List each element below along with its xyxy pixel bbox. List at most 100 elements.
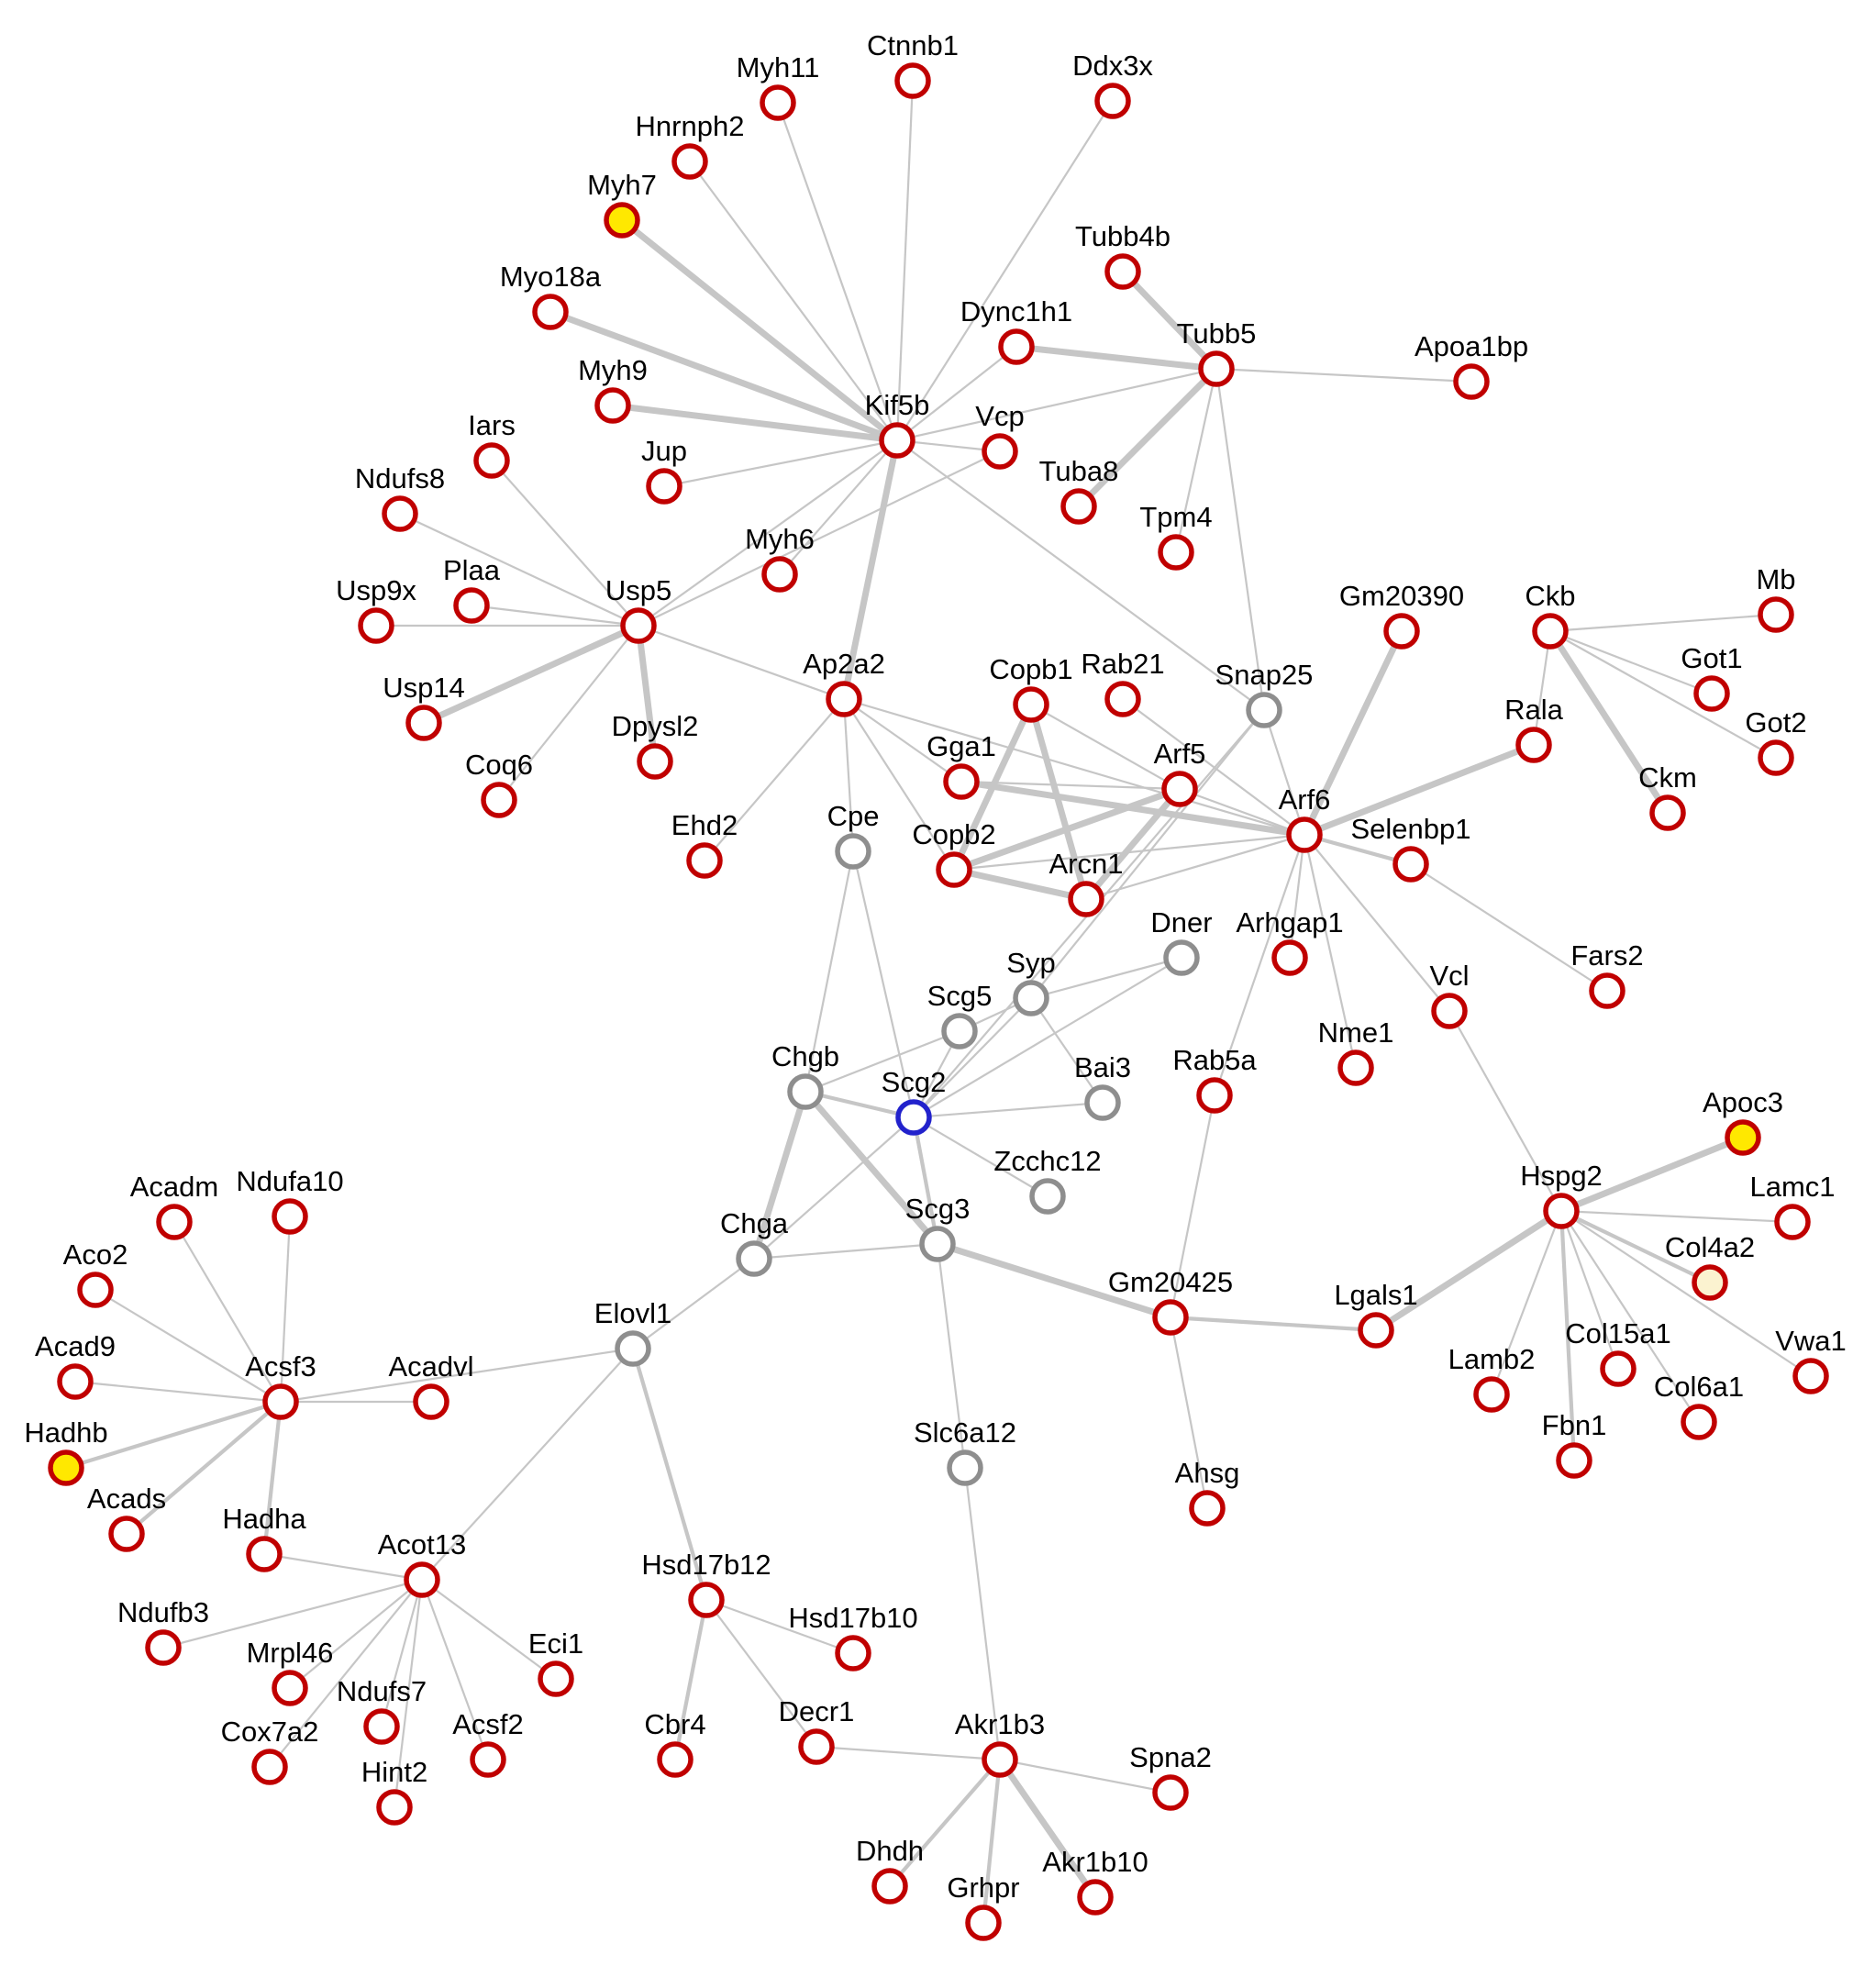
node-Hspg2[interactable] bbox=[1543, 1193, 1580, 1229]
node-Lgals1[interactable] bbox=[1358, 1312, 1394, 1349]
node-Zcchc12[interactable] bbox=[1029, 1178, 1066, 1215]
node-Decr1[interactable] bbox=[798, 1728, 835, 1765]
node-Ap2a2[interactable] bbox=[826, 681, 862, 717]
node-Nme1[interactable] bbox=[1337, 1050, 1374, 1086]
node-Vwa1[interactable] bbox=[1792, 1358, 1829, 1394]
node-Copb1[interactable] bbox=[1013, 686, 1049, 723]
node-Vcp[interactable] bbox=[982, 433, 1018, 470]
node-Myo18a[interactable] bbox=[532, 294, 569, 330]
node-Aco2[interactable] bbox=[77, 1272, 114, 1308]
node-Acadvl[interactable] bbox=[413, 1383, 449, 1420]
node-Bai3[interactable] bbox=[1084, 1084, 1121, 1121]
node-Dpysl2[interactable] bbox=[637, 743, 673, 780]
node-Akr1b3[interactable] bbox=[982, 1741, 1018, 1778]
node-Cpe[interactable] bbox=[835, 833, 871, 870]
node-Myh7[interactable] bbox=[604, 202, 640, 239]
node-Got1[interactable] bbox=[1693, 675, 1730, 712]
node-Kif5b[interactable] bbox=[879, 422, 915, 459]
node-Ndufb3[interactable] bbox=[145, 1629, 182, 1666]
node-Gm20425[interactable] bbox=[1152, 1299, 1189, 1336]
node-Usp14[interactable] bbox=[405, 705, 442, 741]
node-Lamb2[interactable] bbox=[1473, 1376, 1510, 1413]
node-Rab21[interactable] bbox=[1104, 681, 1141, 717]
node-Ehd2[interactable] bbox=[686, 842, 723, 879]
node-Col15a1[interactable] bbox=[1600, 1350, 1637, 1387]
node-Slc6a12[interactable] bbox=[947, 1449, 983, 1486]
node-Hsd17b12[interactable] bbox=[688, 1582, 725, 1618]
node-Coq6[interactable] bbox=[481, 782, 517, 818]
node-Syp[interactable] bbox=[1013, 980, 1049, 1016]
node-Hsd17b10[interactable] bbox=[835, 1635, 871, 1671]
node-Got2[interactable] bbox=[1758, 739, 1794, 776]
node-Scg5[interactable] bbox=[941, 1013, 978, 1050]
node-Dner[interactable] bbox=[1163, 939, 1200, 976]
node-Rala[interactable] bbox=[1515, 727, 1552, 763]
node-Usp9x[interactable] bbox=[358, 607, 394, 644]
node-Usp5[interactable] bbox=[620, 607, 657, 644]
node-Copb2[interactable] bbox=[936, 851, 972, 888]
node-Fbn1[interactable] bbox=[1556, 1442, 1592, 1479]
edge-Gm20425-Lgals1 bbox=[1168, 1315, 1379, 1333]
node-Chga[interactable] bbox=[736, 1240, 772, 1277]
node-Tpm4[interactable] bbox=[1158, 534, 1194, 571]
node-Ahsg[interactable] bbox=[1189, 1490, 1226, 1527]
node-Dhdh[interactable] bbox=[871, 1868, 908, 1905]
node-Col6a1[interactable] bbox=[1681, 1404, 1717, 1440]
node-Arf5[interactable] bbox=[1161, 771, 1198, 807]
node-Tuba8[interactable] bbox=[1060, 488, 1097, 525]
node-Chgb[interactable] bbox=[787, 1073, 824, 1110]
node-Gm20390[interactable] bbox=[1383, 613, 1420, 650]
node-Arf6[interactable] bbox=[1286, 816, 1323, 853]
node-Fars2[interactable] bbox=[1589, 972, 1625, 1009]
node-Snap25[interactable] bbox=[1246, 692, 1282, 728]
node-Acad9[interactable] bbox=[57, 1363, 94, 1400]
node-Iars[interactable] bbox=[473, 442, 510, 479]
node-Myh6[interactable] bbox=[761, 556, 798, 593]
node-Apoa1bp[interactable] bbox=[1453, 363, 1490, 400]
node-Acot13[interactable] bbox=[404, 1561, 440, 1598]
node-Lamc1[interactable] bbox=[1774, 1204, 1811, 1240]
node-Arhgap1[interactable] bbox=[1271, 939, 1308, 976]
node-Selenbp1[interactable] bbox=[1392, 846, 1429, 883]
node-Tubb5[interactable] bbox=[1198, 350, 1235, 387]
node-Scg3[interactable] bbox=[919, 1226, 956, 1262]
node-Gga1[interactable] bbox=[943, 763, 980, 800]
node-Dync1h1[interactable] bbox=[998, 328, 1035, 365]
node-Spna2[interactable] bbox=[1152, 1774, 1189, 1811]
node-Acsf3[interactable] bbox=[262, 1383, 299, 1420]
node-Arcn1[interactable] bbox=[1068, 881, 1104, 917]
node-Apoc3[interactable] bbox=[1725, 1119, 1761, 1156]
node-Ddx3x[interactable] bbox=[1094, 83, 1131, 119]
node-Myh9[interactable] bbox=[594, 387, 631, 424]
node-Ndufs8[interactable] bbox=[382, 495, 418, 532]
node-Mb[interactable] bbox=[1758, 596, 1794, 633]
node-Acads[interactable] bbox=[108, 1516, 145, 1552]
node-Cbr4[interactable] bbox=[657, 1741, 693, 1778]
node-Ndufs7[interactable] bbox=[363, 1708, 400, 1745]
node-Col4a2[interactable] bbox=[1692, 1264, 1728, 1301]
node-Ckb[interactable] bbox=[1532, 613, 1569, 650]
node-Myh11[interactable] bbox=[760, 84, 796, 121]
node-Eci1[interactable] bbox=[538, 1660, 574, 1697]
node-Mrpl46[interactable] bbox=[272, 1670, 308, 1706]
node-Ndufa10[interactable] bbox=[272, 1198, 308, 1235]
node-Tubb4b[interactable] bbox=[1104, 253, 1141, 290]
node-Cox7a2[interactable] bbox=[251, 1749, 288, 1785]
node-Hadha[interactable] bbox=[246, 1536, 283, 1572]
node-Akr1b10[interactable] bbox=[1077, 1879, 1114, 1916]
node-Hadhb[interactable] bbox=[48, 1449, 84, 1486]
node-Acsf2[interactable] bbox=[470, 1741, 506, 1778]
node-Rab5a[interactable] bbox=[1196, 1077, 1233, 1114]
node-Hnrnph2[interactable] bbox=[671, 143, 708, 180]
node-Plaa[interactable] bbox=[453, 587, 490, 624]
node-Scg2[interactable] bbox=[895, 1099, 932, 1136]
node-Vcl[interactable] bbox=[1431, 993, 1468, 1029]
node-Elovl1[interactable] bbox=[615, 1330, 651, 1367]
node-Jup[interactable] bbox=[646, 468, 682, 505]
node-Grhpr[interactable] bbox=[965, 1905, 1002, 1941]
node-Ctnnb1[interactable] bbox=[894, 62, 931, 99]
node-Acadm[interactable] bbox=[156, 1204, 193, 1240]
node-Hint2[interactable] bbox=[376, 1789, 413, 1826]
label-Ckb: Ckb bbox=[1525, 580, 1575, 612]
node-Ckm[interactable] bbox=[1649, 794, 1686, 831]
